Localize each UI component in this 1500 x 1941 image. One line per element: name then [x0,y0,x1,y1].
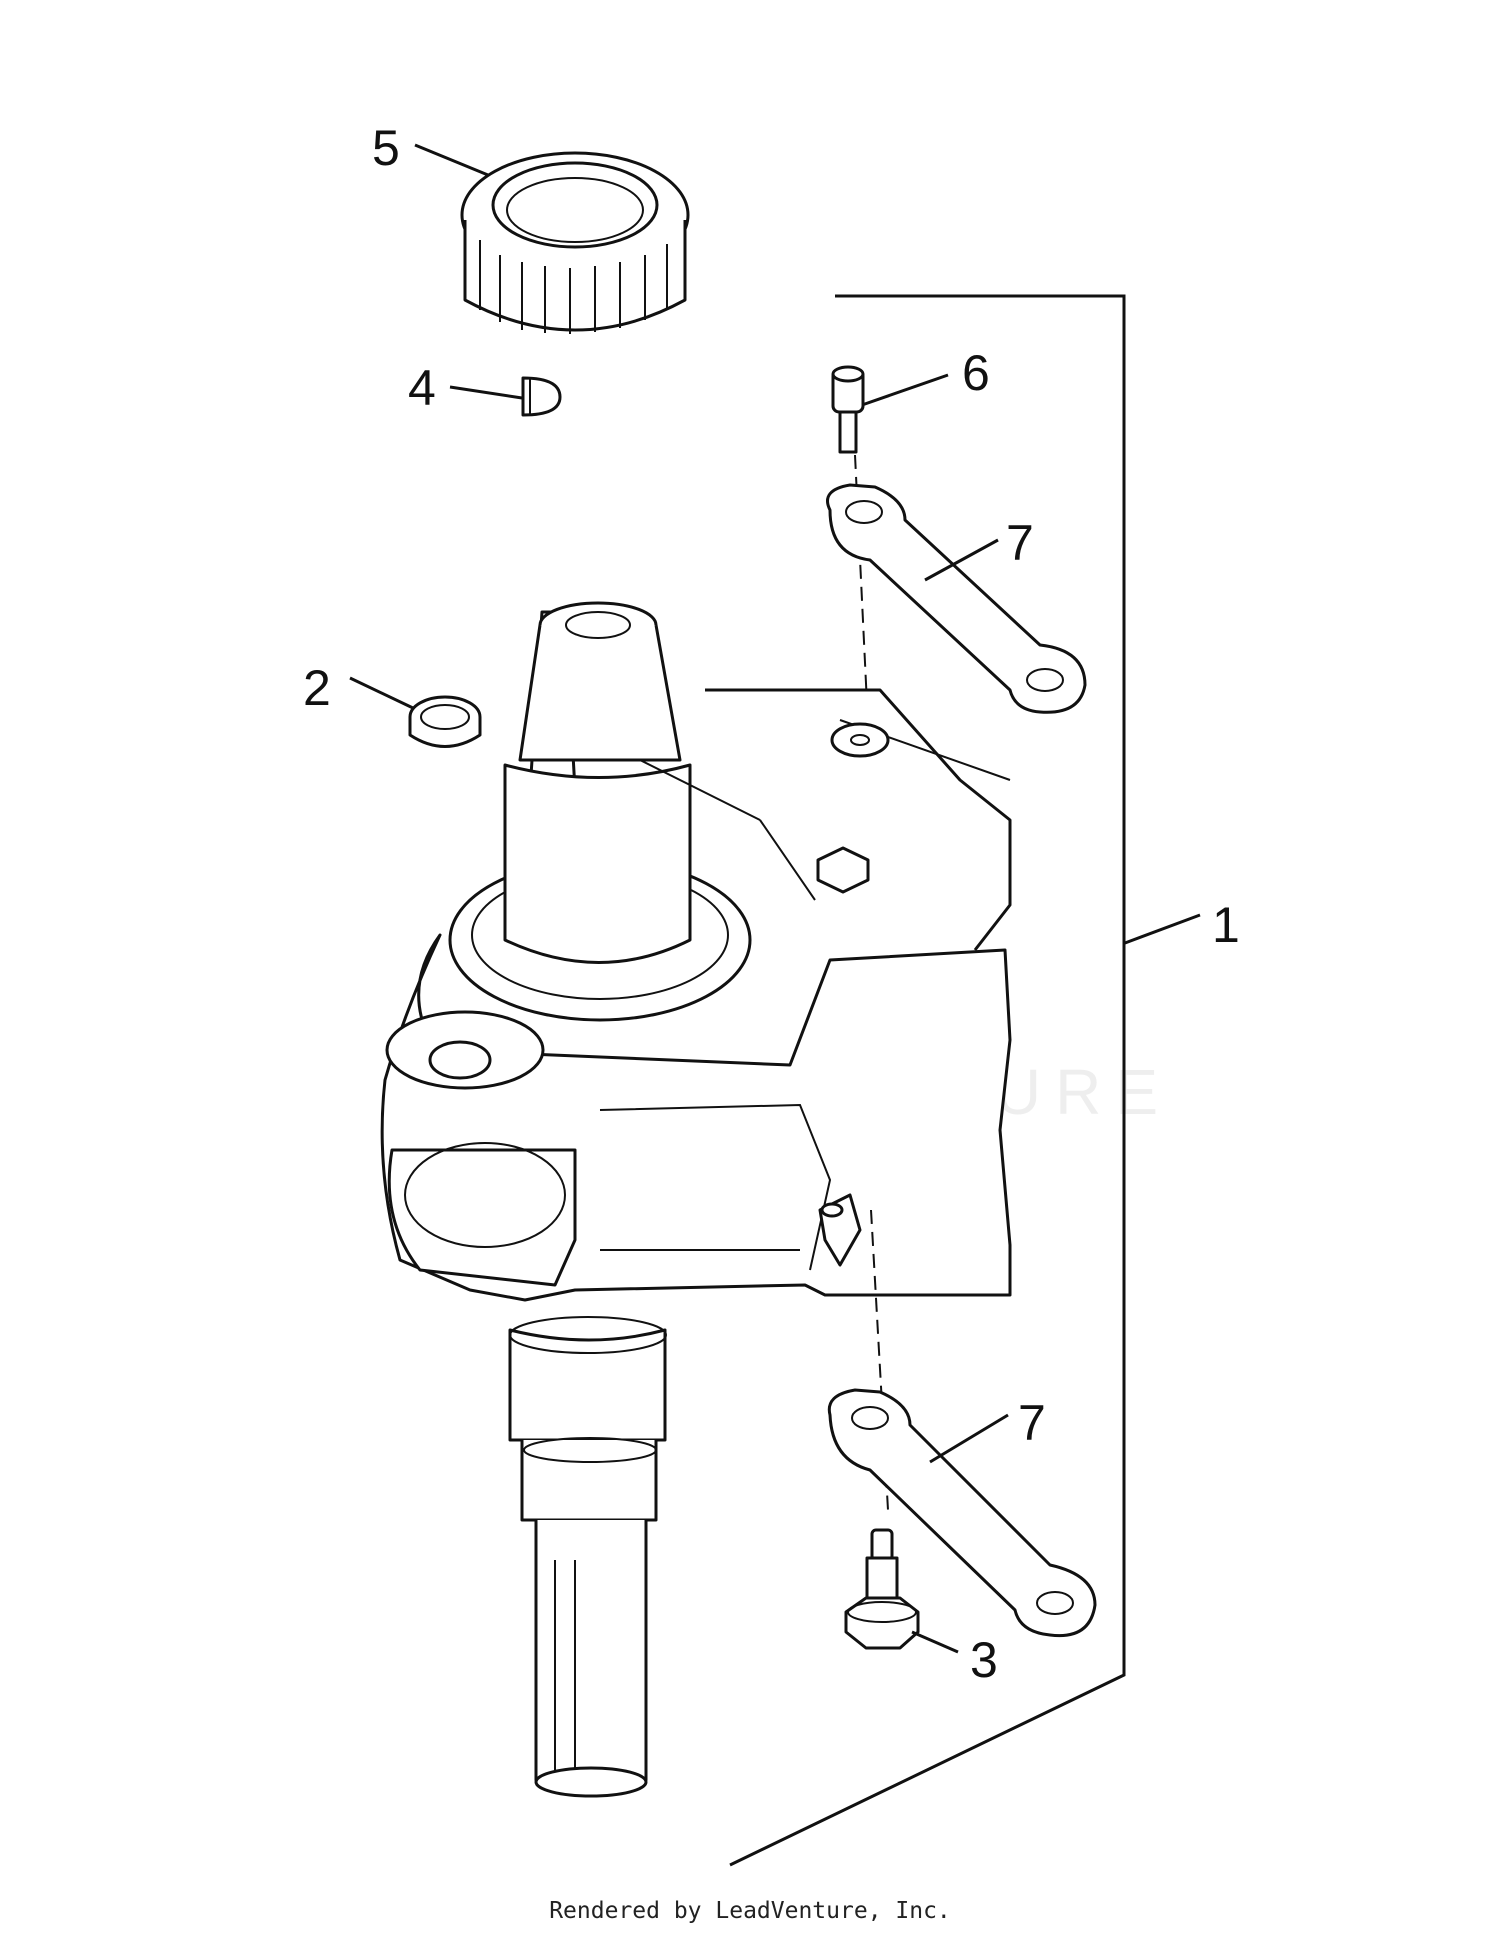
key-part [521,376,562,417]
footer-credit: Rendered by LeadVenture, Inc. [549,1898,951,1924]
leader-3 [911,1630,959,1654]
shoulder-bolt-part [844,1528,920,1650]
callout-6: 6 [962,345,990,401]
assembly-bracket [729,294,1126,1867]
link-upper-part [826,483,1087,714]
callout-3: 3 [970,1632,998,1688]
callout-4: 4 [408,360,436,416]
ring-part [408,695,482,748]
callout-5: 5 [372,120,400,176]
gear-part [460,151,690,334]
crankshaft-part [380,601,1012,1798]
leader-1 [1124,913,1201,945]
callout-1: 1 [1212,897,1240,953]
exploded-parts-diagram: 5 4 6 7 2 1 7 3 [303,120,1240,1867]
callout-2: 2 [303,660,331,716]
leader-7b [929,1413,1009,1464]
callout-7-lower: 7 [1018,1395,1046,1451]
leader-7a [924,538,999,582]
callout-7-upper: 7 [1006,515,1034,571]
leader-5 [414,143,489,177]
leader-6 [861,373,949,407]
leader-4 [449,385,523,400]
screw-part [831,365,865,454]
link-lower-part [827,1388,1097,1638]
leader-2 [349,676,414,710]
